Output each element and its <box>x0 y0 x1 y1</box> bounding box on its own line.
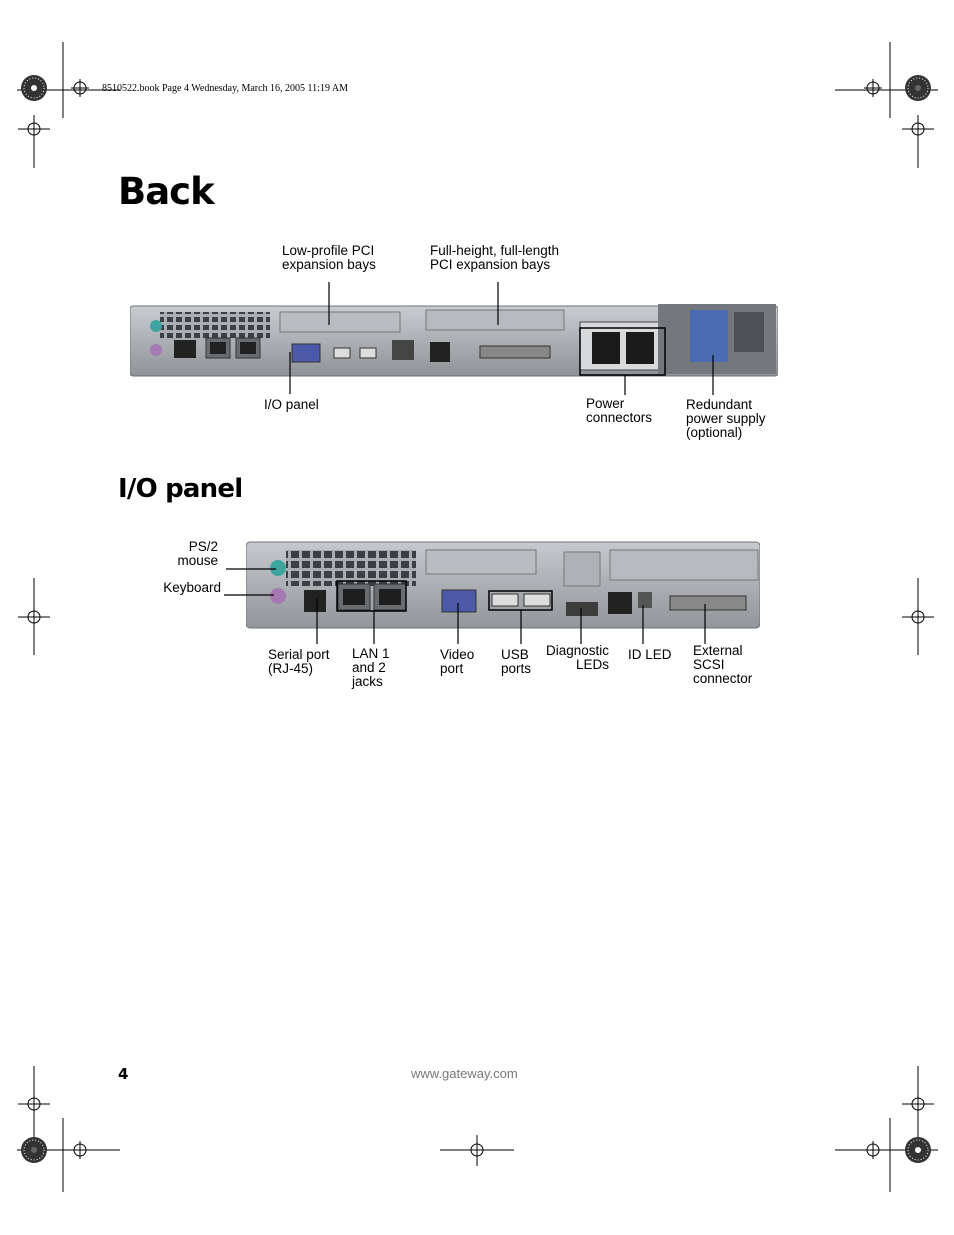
callout-external-scsi: External SCSI connector <box>693 643 753 686</box>
callout-id-led: ID LED <box>628 647 672 662</box>
io-panel-heading: I/O panel <box>118 474 243 504</box>
footer-url: www.gateway.com <box>411 1066 518 1081</box>
callout-low-profile-pci: Low-profile PCI expansion bays <box>282 243 376 272</box>
io-panel-photo <box>246 541 760 629</box>
callout-video-port: Video port <box>440 647 475 676</box>
callout-redundant-power-supply: Redundant power supply (optional) <box>686 397 766 440</box>
callout-serial-port: Serial port (RJ-45) <box>268 647 330 676</box>
callout-full-height-pci: Full-height, full-length PCI expansion b… <box>430 243 560 272</box>
callout-ps2-mouse: PS/2 mouse <box>177 539 218 568</box>
book-slug: 8510522.book Page 4 Wednesday, March 16,… <box>102 83 349 94</box>
page-number: 4 <box>118 1065 129 1083</box>
back-heading: Back <box>118 170 215 213</box>
callout-io-panel: I/O panel <box>264 397 319 412</box>
callout-lan-jacks: LAN 1 and 2 jacks <box>352 646 390 689</box>
callout-diagnostic-leds: Diagnostic LEDs <box>545 643 609 672</box>
callout-keyboard: Keyboard <box>163 580 221 595</box>
callout-power-connectors: Power connectors <box>586 396 653 425</box>
server-back-photo <box>130 304 778 377</box>
callout-usb-ports: USB ports <box>501 647 532 676</box>
